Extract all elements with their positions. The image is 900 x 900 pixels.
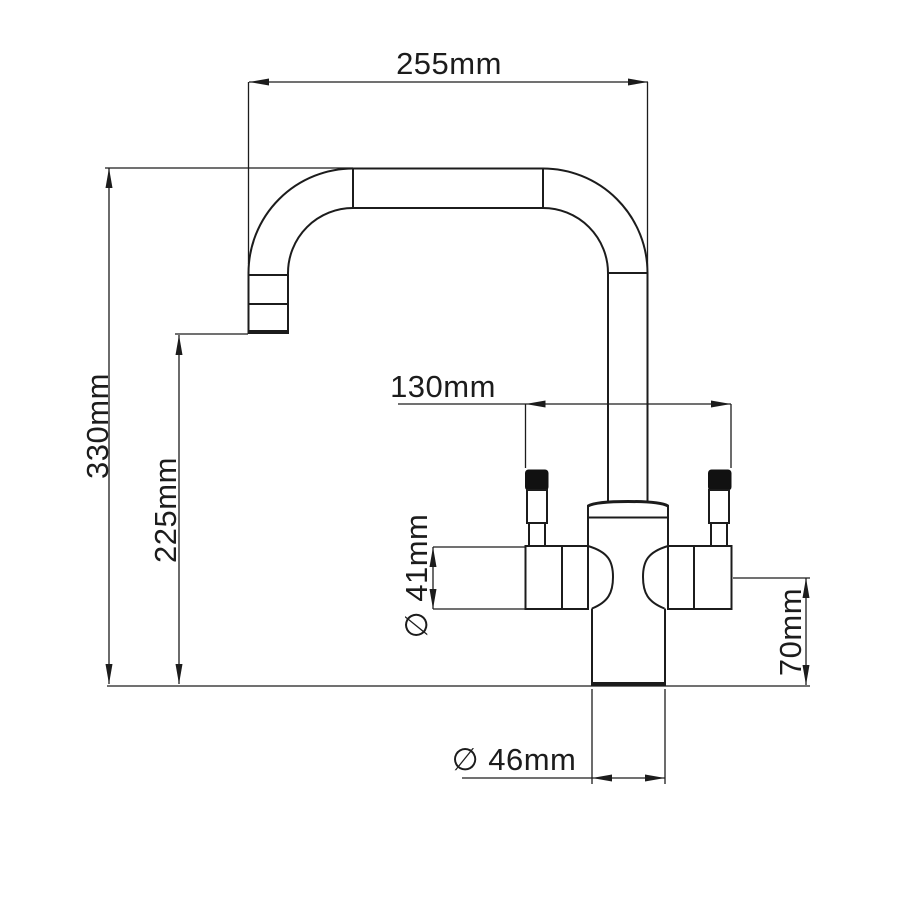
arrowhead-right: [645, 774, 665, 782]
arrowhead-bottom: [429, 589, 437, 609]
handle-left: [525, 469, 549, 547]
arrowhead-left: [525, 400, 546, 408]
arrowhead-top: [175, 335, 183, 355]
faucet-body: [247, 167, 733, 686]
spout-outer-profile: [247, 167, 649, 501]
collar-top-edge: [587, 499, 669, 508]
dimension-overall-height: 330mm: [80, 167, 353, 684]
dim-label-base-diameter: ∅ 46mm: [452, 742, 577, 777]
arrowhead-top: [105, 168, 113, 188]
arrowhead-bottom: [802, 665, 810, 685]
dim-label-handle-span: 130mm: [390, 369, 496, 404]
arrowhead-left: [249, 78, 269, 86]
arrowhead-top: [802, 578, 810, 598]
body-waist-right: [641, 545, 669, 610]
arrowhead-bottom: [175, 664, 183, 684]
handle-right: [708, 469, 732, 547]
dimension-body-diameter: ∅ 41mm: [399, 514, 527, 639]
dimension-outlet-centre-height: 70mm: [733, 577, 810, 685]
valve-boss-right: [667, 545, 733, 610]
dim-label-spout-height: 225mm: [148, 457, 183, 563]
dim-label-overall-height: 330mm: [80, 373, 115, 479]
handle-right-neck: [710, 522, 728, 547]
handle-left-stem: [526, 489, 548, 524]
spout-inner-profile: [287, 207, 609, 501]
arrowhead-left: [592, 774, 612, 782]
arrowhead-right: [628, 78, 648, 86]
dimension-overall-width: 255mm: [247, 46, 649, 273]
dimension-base-diameter: ∅ 46mm: [452, 689, 666, 784]
body-waist-left: [587, 545, 615, 610]
valve-boss-left: [524, 545, 589, 610]
dim-label-body-diameter: ∅ 41mm: [399, 514, 434, 639]
handle-right-cap: [708, 469, 732, 491]
dim-label-overall-width: 255mm: [396, 46, 502, 81]
dimension-handle-span: 130mm: [390, 369, 732, 468]
handle-left-neck: [528, 522, 546, 547]
arrowhead-right: [711, 400, 731, 408]
handle-right-stem: [708, 489, 730, 524]
arrowhead-top: [429, 547, 437, 567]
arrowhead-bottom: [105, 664, 113, 684]
handle-left-cap: [525, 469, 549, 491]
dim-label-outlet-centre-height: 70mm: [773, 588, 808, 676]
dimension-spout-height: 225mm: [148, 333, 248, 684]
